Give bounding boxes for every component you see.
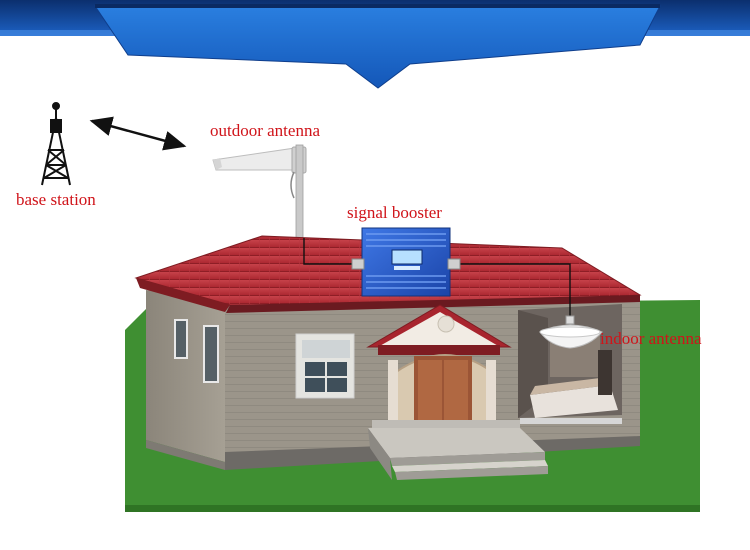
cell-tower-icon xyxy=(41,102,71,186)
label-signal-booster: signal booster xyxy=(347,203,442,222)
coax-cable xyxy=(303,238,362,265)
yagi-antenna-icon xyxy=(212,144,307,246)
ceiling-antenna-icon xyxy=(539,315,603,349)
entry-stairs xyxy=(368,428,548,480)
label-indoor-antenna: indoor antenna xyxy=(600,329,702,348)
booster-device-icon xyxy=(351,227,461,297)
label-base-station: base station xyxy=(16,190,96,209)
label-outdoor-antenna: outdoor antenna xyxy=(210,121,320,140)
double-arrow-icon xyxy=(89,116,187,151)
porch xyxy=(366,304,520,428)
top-banner xyxy=(0,0,750,89)
coax-cable-indoor xyxy=(450,263,571,318)
